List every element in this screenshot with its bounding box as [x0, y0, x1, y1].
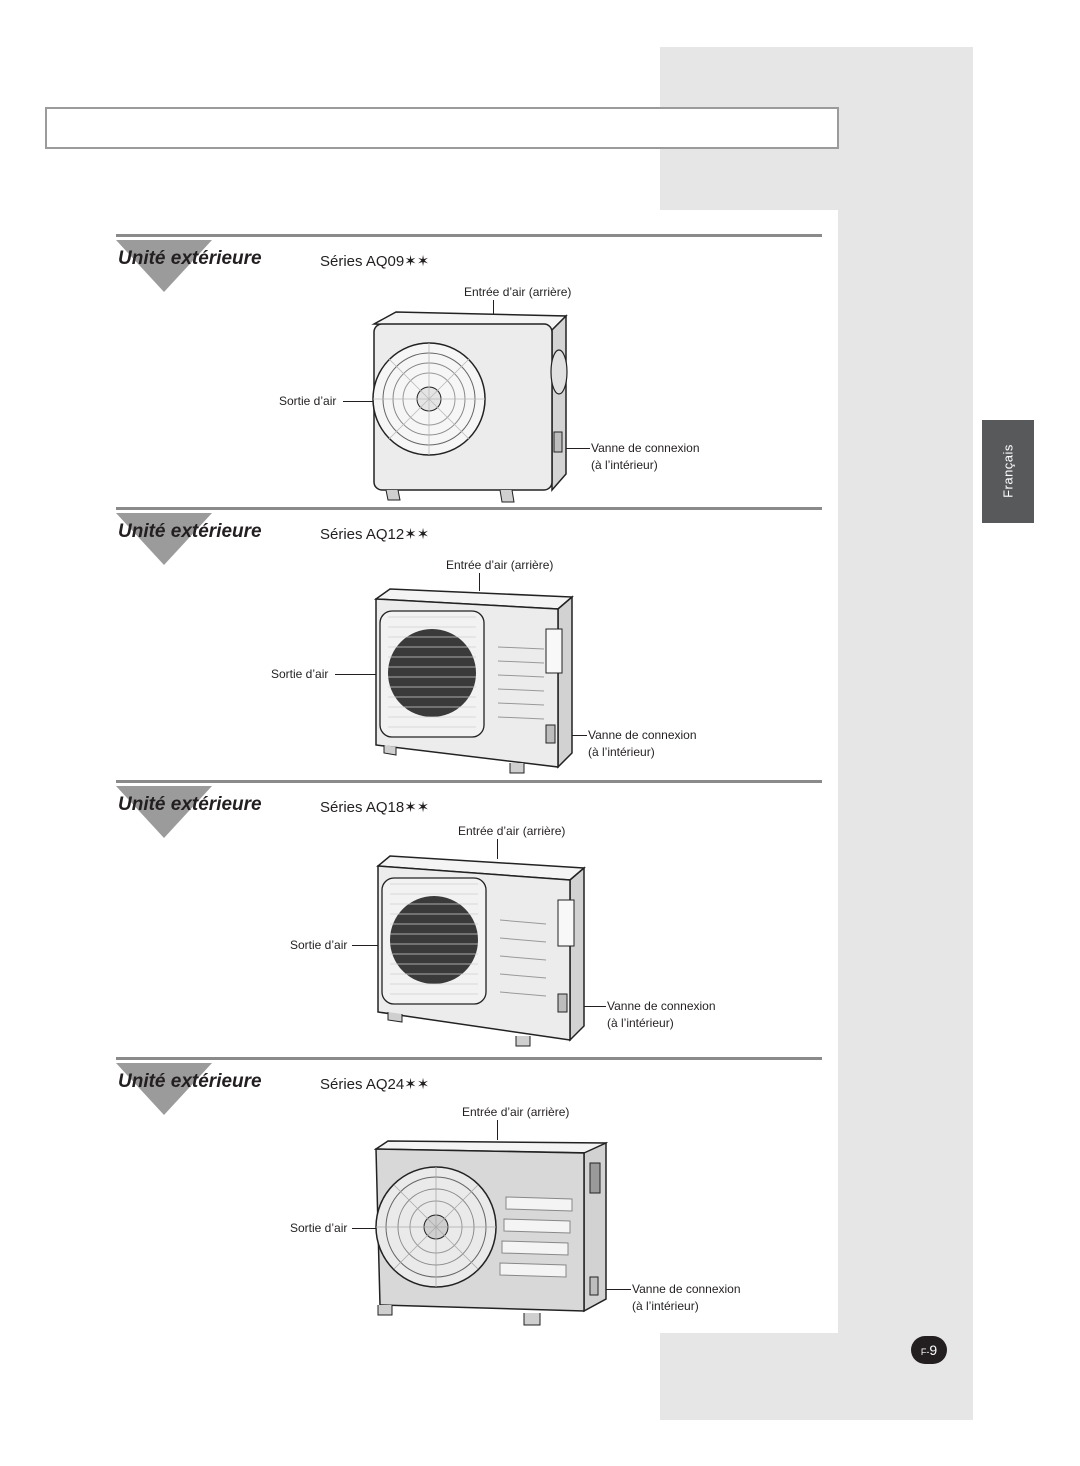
section-aq09: Unité extérieure Séries AQ09✶✶ Entrée d’…: [116, 234, 822, 504]
page-number-badge: F-9: [911, 1336, 947, 1364]
air-outlet-leader: [352, 945, 398, 946]
air-inlet-leader: [497, 839, 498, 859]
title-box: [45, 107, 839, 149]
air-inlet-label: Entrée d’air (arrière): [446, 558, 554, 572]
section-aq24: Unité extérieure Séries AQ24✶✶ Entrée d’…: [116, 1057, 822, 1327]
air-inlet-leader: [479, 573, 480, 591]
language-tab: Français: [982, 420, 1034, 523]
air-inlet-leader: [497, 1120, 498, 1140]
valve-label: Vanne de connexion: [591, 441, 700, 455]
air-inlet-label: Entrée d’air (arrière): [458, 824, 566, 838]
air-inlet-label: Entrée d’air (arrière): [462, 1105, 570, 1119]
valve-label-2: (à l’intérieur): [607, 1016, 674, 1030]
outdoor-unit-aq12-illustration: [373, 588, 574, 774]
section-triangle: [116, 240, 212, 292]
outdoor-unit-aq09-illustration: [371, 311, 568, 503]
valve-label: Vanne de connexion: [588, 728, 697, 742]
section-aq12: Unité extérieure Séries AQ12✶✶ Entrée d’…: [116, 507, 822, 777]
series-label: Séries AQ12✶✶: [320, 526, 430, 543]
air-outlet-leader: [335, 674, 387, 675]
section-triangle: [116, 786, 212, 838]
page-number: 9: [929, 1342, 938, 1358]
section-aq18: Unité extérieure Séries AQ18✶✶ Entrée d’…: [116, 780, 822, 1050]
section-title: Unité extérieure: [118, 794, 262, 815]
page-prefix: F-: [920, 1347, 930, 1357]
valve-leader: [580, 1006, 606, 1007]
outdoor-unit-aq18-illustration: [376, 855, 586, 1047]
series-label: Séries AQ09✶✶: [320, 253, 430, 270]
air-inlet-label: Entrée d’air (arrière): [464, 285, 572, 299]
valve-leader: [606, 1289, 631, 1290]
section-title: Unité extérieure: [118, 521, 262, 542]
outdoor-unit-aq24-illustration: [374, 1140, 609, 1326]
valve-leader: [563, 735, 587, 736]
air-outlet-label: Sortie d’air: [279, 394, 337, 408]
valve-label-2: (à l’intérieur): [588, 745, 655, 759]
air-outlet-label: Sortie d’air: [290, 938, 348, 952]
section-triangle: [116, 1063, 212, 1115]
section-triangle: [116, 513, 212, 565]
air-outlet-label: Sortie d’air: [290, 1221, 348, 1235]
valve-label: Vanne de connexion: [632, 1282, 741, 1296]
section-title: Unité extérieure: [118, 1071, 262, 1092]
valve-label: Vanne de connexion: [607, 999, 716, 1013]
section-rule: [116, 507, 822, 510]
series-label: Séries AQ18✶✶: [320, 799, 430, 816]
air-inlet-leader: [493, 300, 494, 320]
section-rule: [116, 234, 822, 237]
valve-label-2: (à l’intérieur): [591, 458, 658, 472]
air-outlet-label: Sortie d’air: [271, 667, 329, 681]
valve-label-2: (à l’intérieur): [632, 1299, 699, 1313]
air-outlet-leader: [343, 401, 391, 402]
section-rule: [116, 780, 822, 783]
series-label: Séries AQ24✶✶: [320, 1076, 430, 1093]
section-title: Unité extérieure: [118, 248, 262, 269]
section-rule: [116, 1057, 822, 1060]
valve-leader: [566, 448, 590, 449]
language-tab-label: Français: [1000, 444, 1016, 498]
